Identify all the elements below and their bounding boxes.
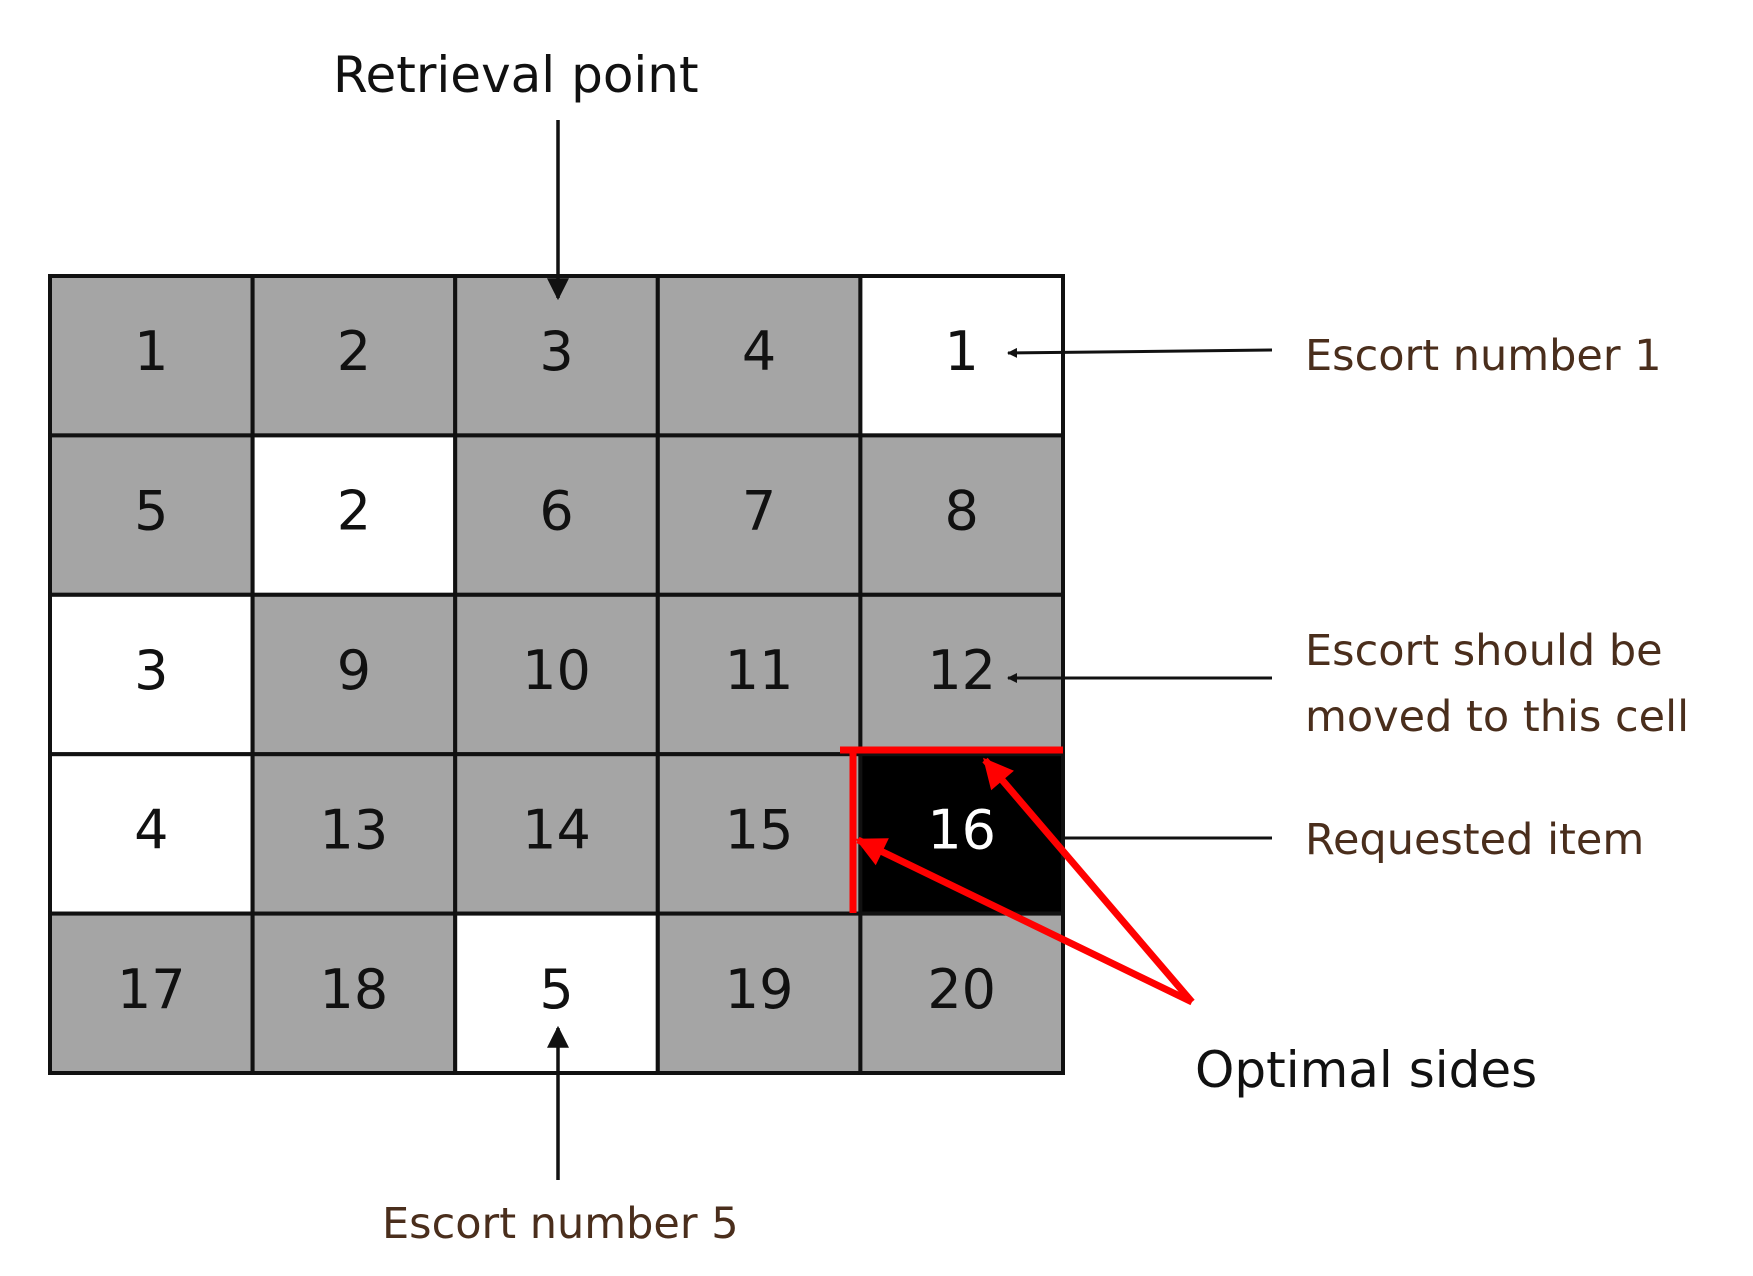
grid-cell-label: 8 <box>945 480 979 543</box>
grid-cell-label: 6 <box>539 480 573 543</box>
grid-cell-label: 7 <box>742 480 776 543</box>
optimal-sides-arrow-top <box>982 757 1195 1005</box>
grid-cell-label: 4 <box>134 798 168 861</box>
grid-cell-item <box>453 752 660 916</box>
grid-cell-label: 17 <box>117 958 186 1021</box>
optimal-sides-label: Optimal sides <box>1195 1041 1537 1099</box>
grid-cell-item <box>858 433 1066 597</box>
grid-cell-item <box>655 752 863 916</box>
grid-cell-label: 14 <box>522 798 591 861</box>
escort-target-label-line1: Escort should be <box>1305 626 1663 676</box>
escort-number-1-arrow <box>1007 347 1273 358</box>
grid-cell-label: 11 <box>725 639 794 702</box>
grid-cell-label: 20 <box>927 958 996 1021</box>
grid-cell-label: 5 <box>134 480 168 543</box>
grid-cell-label: 1 <box>945 320 979 383</box>
grid-cell-label: 12 <box>927 639 996 702</box>
grid-cell-item <box>858 911 1066 1075</box>
grid-cell-item <box>655 592 863 757</box>
requested-item-label: Requested item <box>1305 815 1644 865</box>
grid-cell-escort <box>48 752 255 916</box>
retrieval-point-label: Retrieval point <box>333 46 699 104</box>
grid-cell-label: 16 <box>927 798 996 861</box>
grid-cell-item <box>250 274 458 438</box>
grid-cell-item <box>453 433 660 597</box>
optimal-sides-marks <box>840 746 1063 913</box>
grid-cell-label: 10 <box>522 639 591 702</box>
grid-cell-item <box>250 752 458 916</box>
grid-cell-label: 9 <box>337 639 371 702</box>
grid-cell-label: 15 <box>725 798 794 861</box>
grid-cell-label: 1 <box>134 320 168 383</box>
grid-cell-item <box>48 274 255 438</box>
grid-cell-label: 18 <box>320 958 389 1021</box>
grid-cell-label: 2 <box>337 320 371 383</box>
escort-number-5-label: Escort number 5 <box>382 1199 739 1249</box>
escort-number-1-label: Escort number 1 <box>1305 331 1662 381</box>
grid-cell-label: 4 <box>742 320 776 383</box>
grid-cell-item <box>250 911 458 1075</box>
grid-cell-label: 2 <box>337 480 371 543</box>
grid-cell-label: 3 <box>134 639 168 702</box>
grid-cell-item <box>48 433 255 597</box>
grid-cell-label: 5 <box>539 958 573 1021</box>
grid-cell-label: 3 <box>539 320 573 383</box>
grid-cell-item <box>250 592 458 757</box>
grid-cell-item <box>48 911 255 1075</box>
grid-cell-label: 19 <box>725 958 794 1021</box>
optimal-sides-arrow-left <box>855 836 1194 1006</box>
escort-target-label-line2: moved to this cell <box>1305 692 1689 742</box>
grid-cell-label: 13 <box>320 798 389 861</box>
